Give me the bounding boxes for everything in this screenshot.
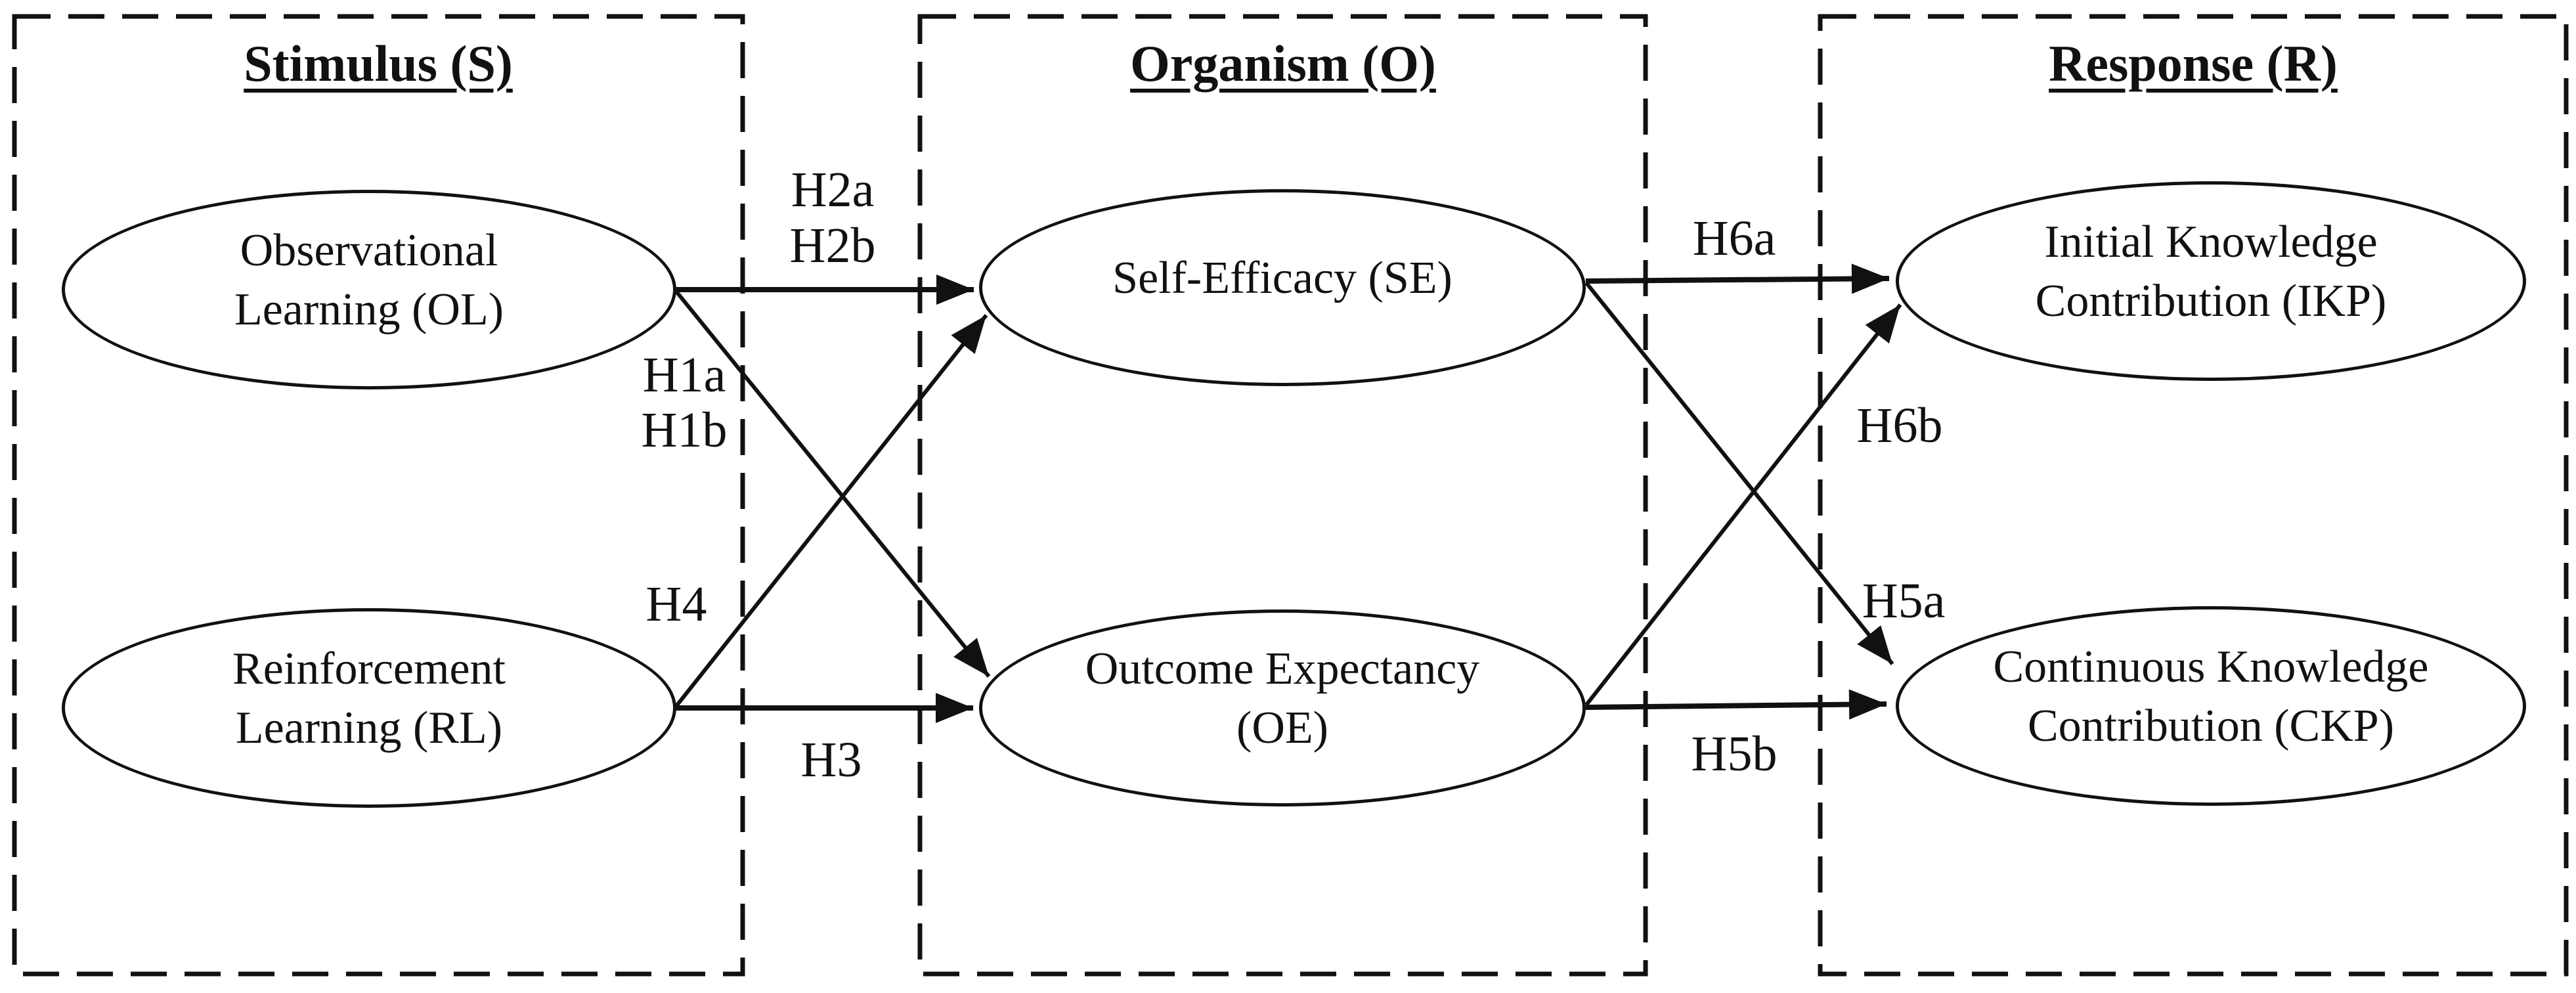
node-reinforcement-learning-label: Reinforcement Learning (RL) [232,644,506,753]
arrow-ol-to-oe [674,290,991,678]
node-outcome-expectancy: Outcome Expectancy (OE) [979,609,1586,806]
hypothesis-label-h1b: H1b [641,403,728,458]
hypothesis-label-h3: H3 [800,732,862,787]
hypothesis-label-h6a: H6a [1692,211,1776,266]
node-initial-knowledge-contribution: Initial Knowledge Contribution (IKP) [1896,181,2526,381]
hypothesis-label-h2a: H2a [791,162,875,217]
node-continuous-knowledge-contribution: Continuous Knowledge Contribution (CKP) [1896,606,2526,806]
hypothesis-label-h2b: H2b [789,218,876,273]
arrow-se-to-ikp [1585,263,1890,294]
arrow-oe-to-ckp [1585,689,1887,720]
organism-section-title: Organism (O) [1130,35,1436,92]
node-self-efficacy-label: Self-Efficacy (SE) [1112,253,1452,303]
response-box-border [1818,14,2569,977]
node-initial-knowledge-contribution-label: Initial Knowledge Contribution (IKP) [2035,217,2387,326]
node-outcome-expectancy-label: Outcome Expectancy (OE) [1085,644,1480,753]
hypothesis-label-h6b: H6b [1856,398,1943,453]
node-continuous-knowledge-contribution-label: Continuous Knowledge Contribution (CKP) [1993,642,2429,751]
hypothesis-label-h5a: H5a [1862,573,1946,629]
organism-box-border [917,14,1648,977]
hypothesis-label-h4: H4 [645,577,707,632]
stimulus-box-border [12,14,745,977]
arrow-rl-to-se [674,314,988,707]
node-self-efficacy: Self-Efficacy (SE) [979,189,1586,386]
arrow-se-to-ckp [1584,282,1894,665]
response-section-title: Response (R) [2049,35,2338,92]
arrow-oe-to-ikp [1584,303,1902,706]
stimulus-section-title: Stimulus (S) [244,35,513,92]
hypothesis-label-h5b: H5b [1691,726,1778,782]
node-observational-learning: Observational Learning (OL) [62,190,676,389]
node-reinforcement-learning: Reinforcement Learning (RL) [62,608,676,808]
hypothesis-label-h1a: H1a [642,347,726,403]
node-observational-learning-label: Observational Learning (OL) [234,225,504,335]
